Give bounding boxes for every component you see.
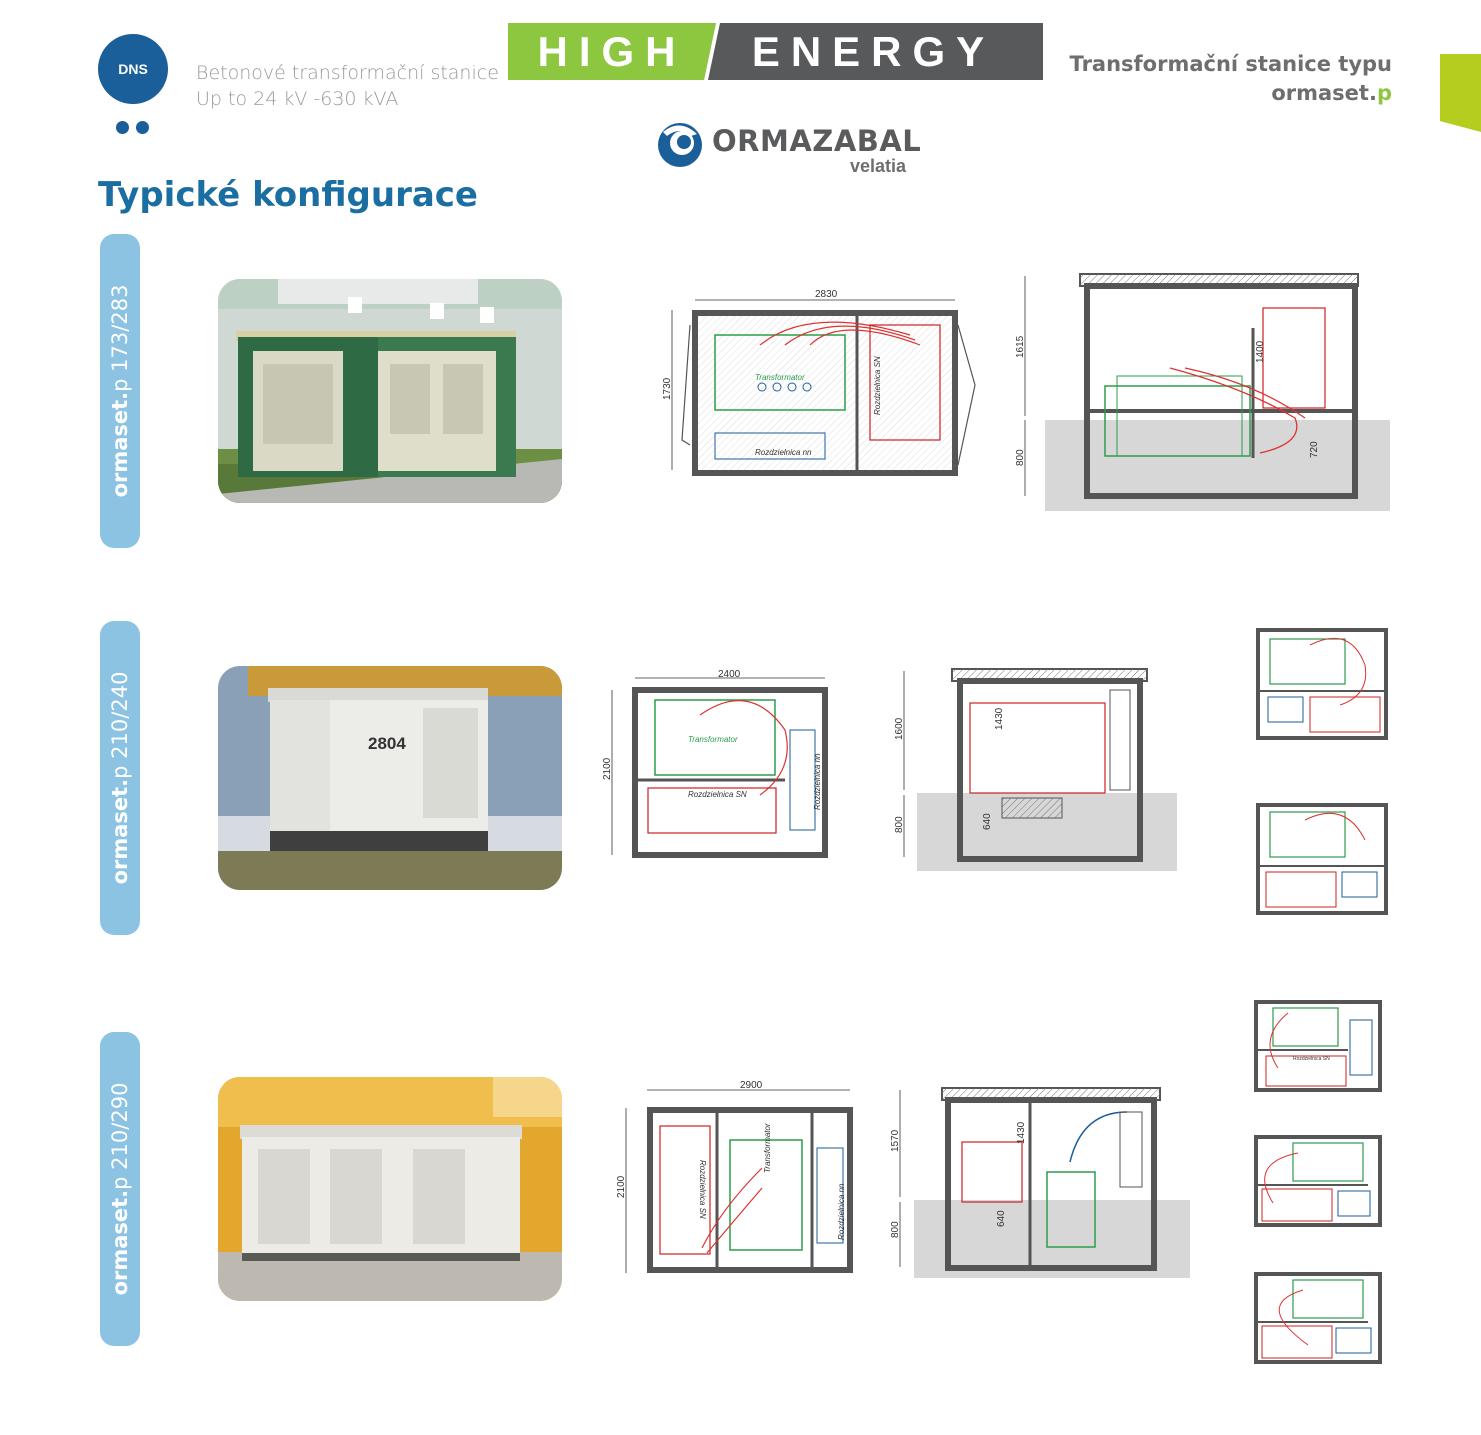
- ormazabal-swirl-icon: [658, 123, 702, 167]
- mini-plan-config-3-c: [1254, 1272, 1382, 1364]
- dim-pit: 640: [996, 1210, 1007, 1227]
- side-label-rest: p 173/283: [108, 284, 132, 392]
- lv-label: Rozdzielnica nn: [755, 448, 812, 457]
- dim-cell: 1430: [994, 707, 1005, 730]
- section-view-config-1: 1615 800 1400 720: [1015, 273, 1390, 511]
- doc-title: Transformační stanice typu ormaset.p: [1070, 50, 1392, 108]
- side-label-rest: p 210/240: [108, 671, 132, 779]
- plan-view-config-2: 2400 2100 Transformator Rozdzielnica SN …: [602, 670, 828, 858]
- dim-depth: 2100: [602, 757, 613, 780]
- dim-cell: 1430: [1016, 1121, 1027, 1144]
- dim-pit: 640: [982, 813, 993, 830]
- side-label-config-3: ormaset.p 210/290: [100, 1032, 140, 1346]
- side-label-bold: ormaset.: [108, 778, 132, 885]
- section-view-config-3: 1570 800 1430 640: [890, 1087, 1190, 1278]
- dim-depth: 1730: [662, 377, 673, 400]
- photo-config-1: [218, 279, 562, 503]
- ormazabal-logo: ORMAZABAL velatia: [655, 118, 925, 180]
- partner-logo-text: ORMAZABAL: [712, 124, 922, 158]
- dns-logo: DNS: [98, 34, 168, 104]
- section-title: Typické konfigurace: [98, 175, 478, 215]
- dim-pit: 720: [1309, 441, 1320, 458]
- mv-label: Rozdzielnica SN: [698, 1160, 707, 1219]
- dim-total-height: 1570: [890, 1129, 901, 1152]
- dim-base: 800: [894, 816, 905, 833]
- brand-left: HIGH: [508, 23, 716, 80]
- dim-width: 2900: [740, 1080, 763, 1091]
- logo-dot: [116, 121, 129, 134]
- dim-cell: 1400: [1255, 340, 1266, 363]
- corner-tab: [1440, 54, 1481, 132]
- dim-base: 800: [890, 1221, 901, 1238]
- trafo-label: Transformator: [688, 735, 738, 744]
- side-label-bold: ormaset.: [108, 391, 132, 498]
- side-label-rest: p 210/290: [108, 1082, 132, 1190]
- subtitle-line-1: Betonové transformační stanice: [196, 62, 499, 84]
- side-label-bold: ormaset.: [108, 1189, 132, 1296]
- mini-plan-config-2-b: [1256, 803, 1388, 915]
- doc-title-line-2: ormaset.p: [1070, 79, 1392, 108]
- mini-plan-config-3-a: Rozdzielnica SN: [1254, 1000, 1382, 1092]
- logo-dot: [136, 121, 149, 134]
- lv-label: Rozdzielnica nn: [837, 1183, 846, 1240]
- dim-width: 2400: [718, 670, 741, 680]
- trafo-label: Transformator: [755, 373, 805, 382]
- doc-title-line-1: Transformační stanice typu: [1069, 52, 1392, 76]
- plan-view-config-3: 2900 2100 Rozdzielnica SN Transformator …: [616, 1080, 853, 1273]
- dim-width: 2830: [815, 289, 838, 300]
- mv-label: Rozdzielnica SN: [688, 790, 747, 799]
- subtitle-line-2: Up to 24 kV -630 kVA: [196, 88, 399, 110]
- brand-right: ENERGY: [704, 23, 1043, 80]
- dns-logo-text: DNS: [118, 61, 148, 77]
- station-number: 2804: [368, 734, 406, 753]
- mini-plan-config-2-a: [1256, 628, 1388, 740]
- dim-total-height: 1615: [1015, 335, 1026, 358]
- lv-label: Rozdzielnica nn: [813, 753, 822, 810]
- section-view-config-2: 1600 800 1430 640: [894, 668, 1177, 871]
- side-label-config-1: ormaset.p 173/283: [100, 234, 140, 548]
- plan-view-config-1: 2830 1730 Transformator Rozdzielnica SN …: [662, 289, 976, 476]
- photo-config-3: [218, 1077, 562, 1301]
- photo-config-2: 2804: [218, 666, 562, 890]
- mv-label: Rozdzielnica SN: [873, 356, 882, 415]
- trafo-label: Transformator: [763, 1123, 772, 1173]
- high-energy-logo: HIGH ENERGY: [508, 23, 1043, 80]
- mini-mv-label: Rozdzielnica SN: [1293, 1056, 1330, 1062]
- dim-total-height: 1600: [894, 717, 905, 740]
- header-subtitle: Betonové transformační stanice Up to 24 …: [196, 60, 499, 112]
- dim-depth: 2100: [616, 1175, 627, 1198]
- partner-logo-sub: velatia: [850, 156, 907, 176]
- doc-title-accent: p: [1376, 81, 1392, 105]
- dim-base: 800: [1015, 449, 1026, 466]
- mini-plan-config-3-b: [1254, 1135, 1382, 1227]
- side-label-config-2: ormaset.p 210/240: [100, 621, 140, 935]
- doc-title-product: ormaset.: [1271, 81, 1377, 105]
